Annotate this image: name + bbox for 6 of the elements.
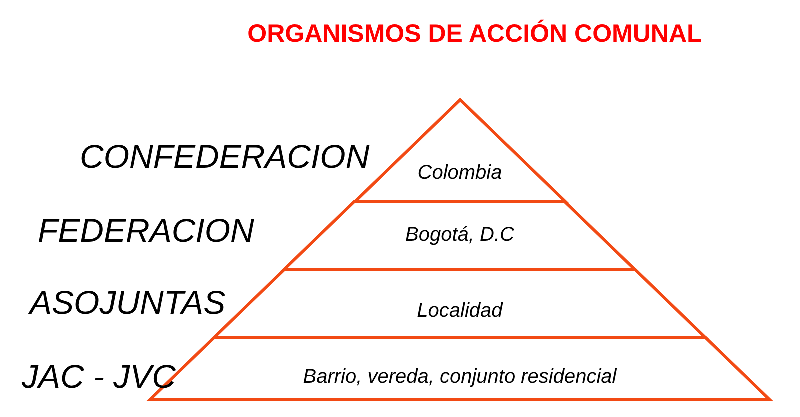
level-name: JAC - JVC [22,358,176,396]
diagram-title: ORGANISMOS DE ACCIÓN COMUNAL [246,20,704,49]
level-name: CONFEDERACION [80,138,370,176]
tier-label: Localidad [417,300,503,323]
level-name: FEDERACION [38,212,254,250]
level-name: ASOJUNTAS [30,284,226,322]
